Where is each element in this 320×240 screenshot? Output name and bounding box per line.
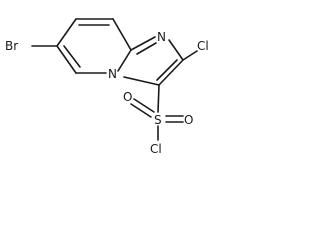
bond-c2-c3	[158, 59, 184, 86]
bond-c2-c3-inner	[156, 59, 178, 81]
atom-s-label: S	[154, 113, 162, 127]
bond-c7-n-imidazole-inner	[136, 42, 157, 55]
bond-c3-n-bridge	[123, 76, 160, 86]
atom-cl-ring-label: Cl	[197, 39, 209, 53]
atom-o-right-label: O	[184, 113, 193, 127]
bond-s-o-upper-b	[133, 98, 155, 113]
bond-c7-n-bridge	[117, 49, 132, 72]
bond-c6-c7	[112, 18, 132, 51]
bond-c2-cl	[182, 50, 198, 61]
atom-n-imidazole-label: N	[157, 30, 166, 44]
bond-c3-s	[157, 84, 160, 113]
atom-cl-sulfonyl-label: Cl	[150, 142, 162, 156]
atom-o-upper-label: O	[123, 90, 132, 104]
bond-c7-n-imidazole	[130, 36, 156, 51]
bond-c9-c5	[56, 18, 77, 47]
bond-n-imidazole-c2	[168, 39, 184, 61]
bond-c8-c9	[56, 45, 77, 74]
atom-br-label: Br	[5, 39, 18, 53]
bond-s-o-upper-a	[130, 103, 152, 118]
atom-n-bridge-label: N	[108, 67, 117, 81]
chemical-structure-diagram: Br N N Cl S O O Cl	[5, 18, 209, 156]
bond-c8-c9-inner	[63, 45, 81, 68]
